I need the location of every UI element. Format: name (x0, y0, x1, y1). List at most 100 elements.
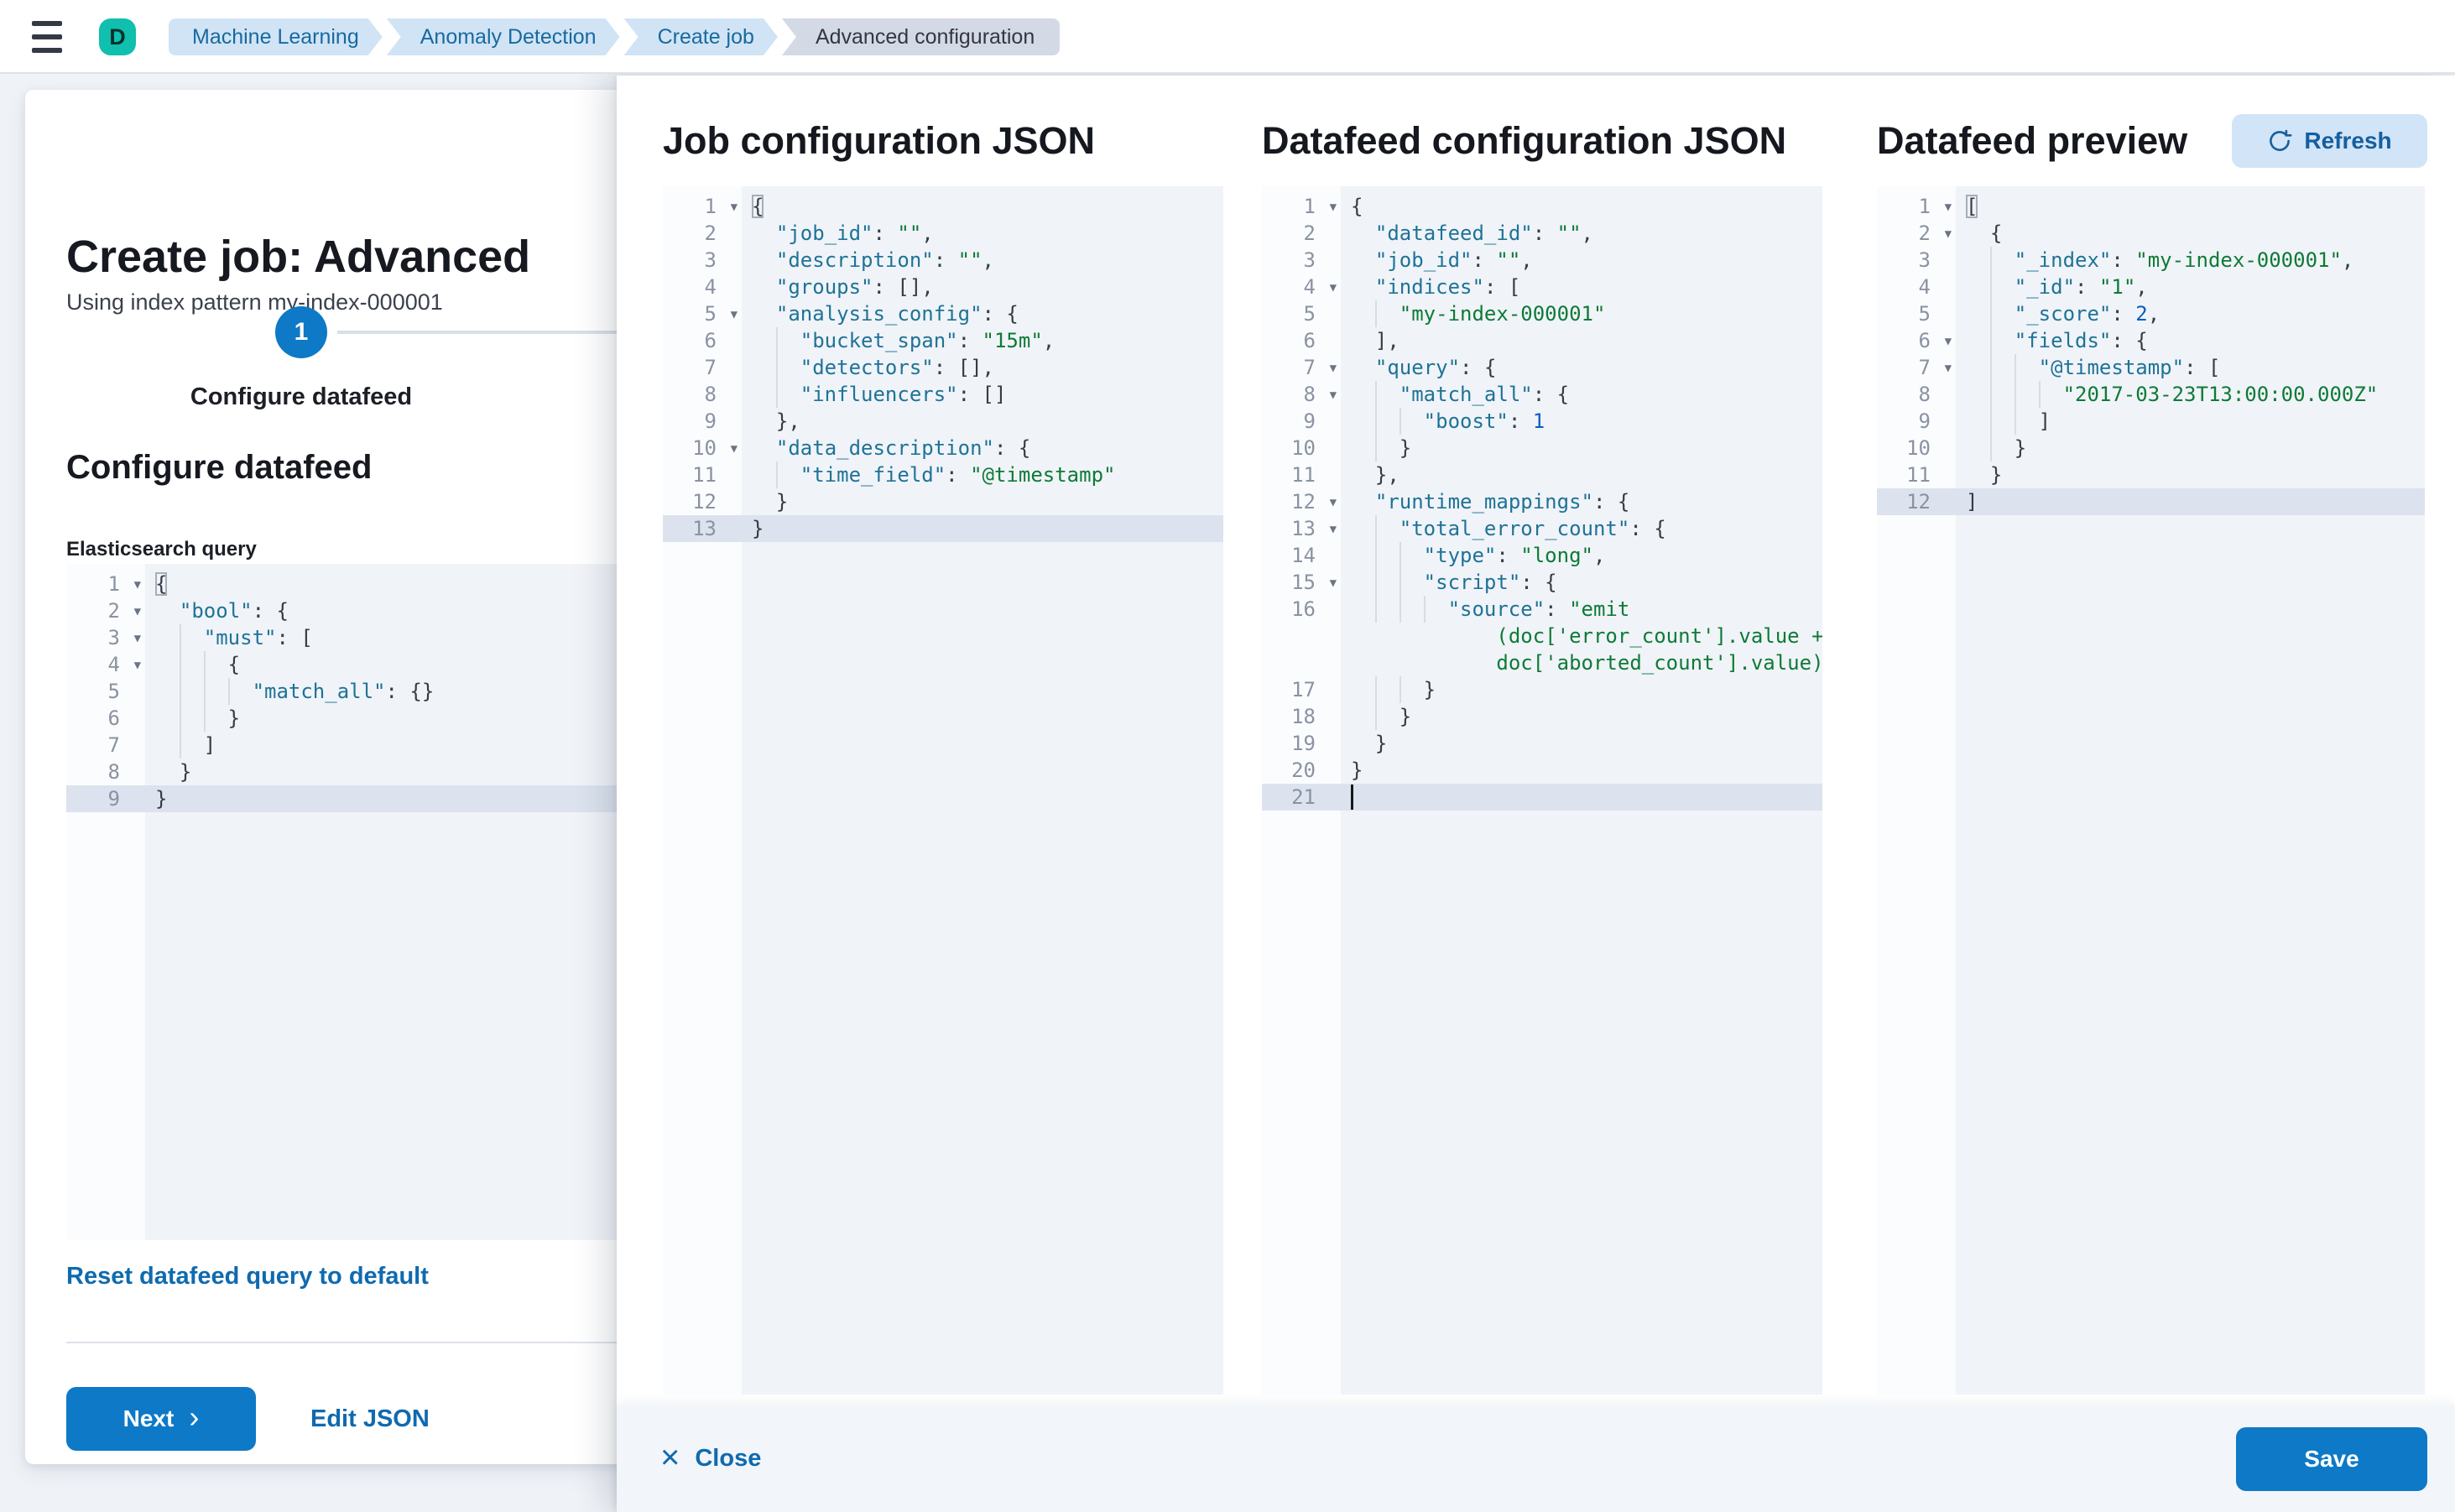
fold-arrow-icon[interactable]: ▼ (1329, 576, 1337, 590)
menu-icon[interactable] (32, 21, 62, 53)
code-line: 8"2017-03-23T13:00:00.000Z" (1918, 383, 2379, 406)
text-cursor (1351, 785, 1353, 810)
step-1-indicator[interactable]: 1 (275, 306, 327, 358)
close-button[interactable]: × Close (660, 1405, 761, 1512)
breadcrumb-item[interactable]: Anomaly Detection (387, 18, 620, 55)
fold-arrow-icon[interactable]: ▼ (1944, 227, 1952, 241)
code-line: 1▼{ (663, 193, 1223, 220)
job-config-editor[interactable]: 1▼{2"job_id": "",3"description": "",4"gr… (663, 186, 1223, 1395)
fold-arrow-icon[interactable]: ▼ (1329, 201, 1337, 214)
code-line: 16"source": "emit (1291, 597, 1630, 621)
code-line: 9} (66, 785, 626, 812)
code-line: 5"my-index-000001" (1303, 302, 1606, 326)
code-line: 13} (663, 515, 1223, 542)
create-job-panel: Create job: Advanced Using index pattern… (25, 90, 626, 1464)
code-line: 3"description": "", (704, 248, 994, 272)
fold-arrow-icon[interactable]: ▼ (1329, 523, 1337, 536)
code-line: 21 (1262, 784, 1822, 811)
code-line: 6▼"fields": { (1877, 327, 2425, 354)
code-line: 11"time_field": "@timestamp" (692, 463, 1116, 487)
code-line: 15▼"script": { (1262, 569, 1822, 596)
code-line: 4"groups": [], (704, 275, 934, 299)
code-line: 11} (1906, 463, 2003, 487)
step-connector-line (337, 331, 626, 334)
fold-arrow-icon[interactable]: ▼ (1944, 201, 1952, 214)
page-title: Create job: Advanced (66, 232, 531, 282)
next-button[interactable]: Next › (66, 1387, 256, 1451)
refresh-button[interactable]: Refresh (2232, 114, 2427, 168)
refresh-button-label: Refresh (2304, 128, 2392, 154)
code-line: 7▼"query": { (1262, 354, 1822, 381)
datafeed-config-editor[interactable]: 1▼{2"datafeed_id": "",3"job_id": "",4▼"i… (1262, 186, 1822, 1395)
code-line: 9}, (704, 409, 800, 433)
code-line: 11}, (1291, 463, 1400, 487)
code-line: 4"_id": "1", (1918, 275, 2148, 299)
fold-arrow-icon[interactable]: ▼ (1944, 362, 1952, 375)
datafeed-config-heading: Datafeed configuration JSON (1262, 119, 1787, 162)
code-line: 6"bucket_span": "15m", (704, 329, 1055, 352)
section-heading: Configure datafeed (66, 449, 373, 486)
flyout-footer: × Close Save (617, 1405, 2455, 1512)
breadcrumb-item[interactable]: Machine Learning (169, 18, 383, 55)
page-subtitle: Using index pattern my-index-000001 (66, 289, 443, 315)
code-line: 9"boost": 1 (1303, 409, 1545, 433)
code-line: 7▼"@timestamp": [ (1877, 354, 2425, 381)
json-flyout: Job configuration JSON Datafeed configur… (617, 76, 2455, 1512)
fold-arrow-icon[interactable]: ▼ (133, 632, 141, 645)
code-line: 5"_score": 2, (1918, 302, 2161, 326)
code-line: 8"influencers": [] (704, 383, 1007, 406)
close-button-label: Close (695, 1445, 762, 1472)
datafeed-preview-editor[interactable]: 1▼[2▼{3"_index": "my-index-000001",4"_id… (1877, 186, 2425, 1395)
next-button-label: Next (122, 1405, 175, 1431)
code-line: 10▼"data_description": { (663, 435, 1223, 461)
breadcrumb-item[interactable]: Create job (624, 18, 778, 55)
refresh-icon (2270, 129, 2292, 151)
fold-arrow-icon[interactable]: ▼ (730, 442, 738, 456)
code-line: 12▼"runtime_mappings": { (1262, 488, 1822, 515)
code-line: 2▼"bool": { (66, 597, 626, 624)
code-line: 5"match_all": {} (107, 680, 435, 703)
code-line: 6} (107, 706, 241, 730)
save-button[interactable]: Save (2236, 1427, 2427, 1491)
fold-arrow-icon[interactable]: ▼ (133, 659, 141, 672)
code-line: 7"detectors": [], (704, 356, 994, 379)
code-line: 13▼"total_error_count": { (1262, 515, 1822, 542)
chevron-right-icon: › (189, 1399, 200, 1434)
code-line: 9] (1918, 409, 2051, 433)
es-query-label: Elasticsearch query (66, 538, 257, 560)
breadcrumb-item: Advanced configuration (781, 18, 1061, 55)
code-line: 3"job_id": "", (1303, 248, 1533, 272)
code-line: 10} (1291, 436, 1412, 460)
fold-arrow-icon[interactable]: ▼ (1329, 281, 1337, 295)
fold-arrow-icon[interactable]: ▼ (730, 308, 738, 321)
code-line: 20} (1291, 759, 1363, 782)
code-line: 18} (1291, 705, 1412, 728)
code-line: 2"datafeed_id": "", (1303, 222, 1593, 245)
code-line: (doc['error_count'].value + (1496, 624, 1822, 648)
code-line: 3▼"must": [ (66, 624, 626, 651)
code-line: 12} (692, 490, 789, 514)
datafeed-preview-heading: Datafeed preview (1877, 119, 2188, 162)
fold-arrow-icon[interactable]: ▼ (133, 605, 141, 618)
job-config-heading: Job configuration JSON (663, 119, 1096, 162)
fold-arrow-icon[interactable]: ▼ (1329, 496, 1337, 509)
edit-json-link[interactable]: Edit JSON (310, 1405, 430, 1432)
fold-arrow-icon[interactable]: ▼ (1329, 388, 1337, 402)
code-line: 14"type": "long", (1291, 544, 1606, 567)
fold-arrow-icon[interactable]: ▼ (1329, 362, 1337, 375)
code-line: 5▼"analysis_config": { (663, 300, 1223, 327)
avatar[interactable]: D (99, 18, 136, 55)
fold-arrow-icon[interactable]: ▼ (133, 578, 141, 592)
code-line: 2▼{ (1877, 220, 2425, 247)
code-line: 4▼{ (66, 651, 626, 678)
fold-arrow-icon[interactable]: ▼ (730, 201, 738, 214)
divider (66, 1342, 626, 1343)
fold-arrow-icon[interactable]: ▼ (1944, 335, 1952, 348)
code-line: 12] (1877, 488, 2425, 515)
reset-datafeed-query-link[interactable]: Reset datafeed query to default (66, 1263, 429, 1290)
code-line: 6], (1303, 329, 1400, 352)
es-query-editor[interactable]: 1▼{2▼"bool": {3▼"must": [4▼{5"match_all"… (66, 564, 626, 1240)
code-line: 19} (1291, 732, 1388, 755)
